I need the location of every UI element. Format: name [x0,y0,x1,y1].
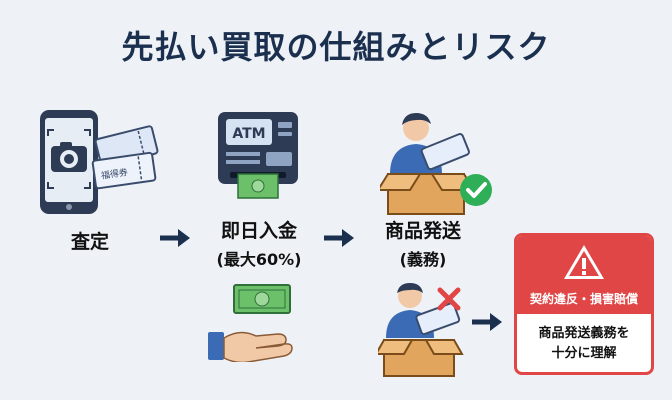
warning-header: 契約違反・損害賠償 [517,236,651,314]
atm-text: ATM [232,126,265,142]
warning-icon [564,245,604,279]
atm-icon: ATM [218,112,298,199]
phone-camera-icon: 福得券 [40,110,159,214]
ticket-label: 福得券 [100,166,128,182]
hand-icon [208,331,293,362]
x-mark-icon [437,287,461,311]
shipping-note: (義務) [399,250,447,269]
check-icon [460,174,492,206]
worker-failed-shipping-icon [378,283,464,377]
arrow-right-icon [160,229,190,247]
step-appraisal: 査定 [70,231,109,253]
page-title: 先払い買取の仕組みとリスク [121,28,551,66]
warning-box: 契約違反・損害賠償 商品発送義務を 十分に理解 [514,233,654,375]
warning-message-line2: 十分に理解 [551,345,617,361]
warning-message: 商品発送義務を 十分に理解 [517,314,651,363]
arrow-right-icon [324,229,354,247]
cash-icon [233,284,291,314]
warning-title: 契約違反・損害賠償 [529,292,638,306]
deposit-note: (最大60%) [216,250,302,269]
warning-message-line1: 商品発送義務を [538,326,630,341]
arrow-right-icon [472,313,502,331]
step-same-day-deposit: 即日入金 [220,220,297,242]
step-product-shipping: 商品発送 [384,220,461,242]
